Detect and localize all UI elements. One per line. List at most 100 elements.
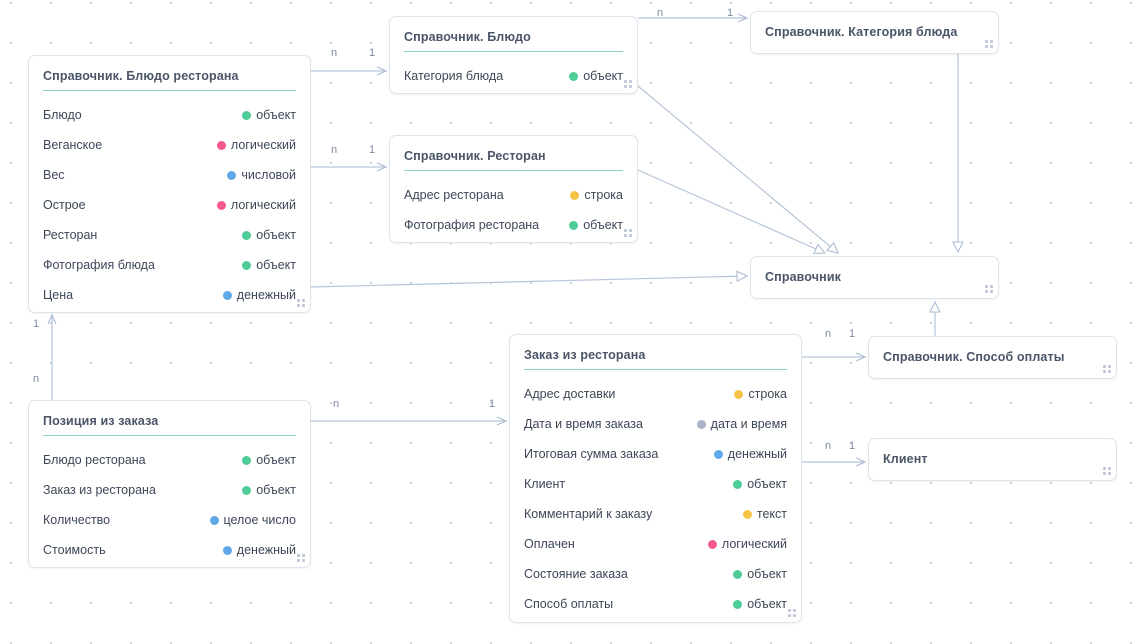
resize-handle-icon[interactable] xyxy=(788,609,797,618)
cardinality-label: n xyxy=(657,7,664,19)
attribute-name: Заказ из ресторана xyxy=(43,483,156,497)
type-color-dot-icon xyxy=(734,389,744,399)
entity-card-spravochnik[interactable]: Справочник xyxy=(750,256,999,299)
type-color-dot-icon xyxy=(742,509,752,519)
attribute-name: Стоимость xyxy=(43,543,106,557)
entity-title: Справочник xyxy=(765,270,842,284)
resize-handle-icon[interactable] xyxy=(624,80,633,89)
cardinality-label: 1 xyxy=(849,328,856,340)
attribute-name: Цена xyxy=(43,288,74,302)
attribute-name: Веганское xyxy=(43,138,103,152)
entity-title: Справочник. Способ оплаты xyxy=(883,350,1065,364)
attribute-name: Комментарий к заказу xyxy=(524,507,653,521)
attribute-row[interactable]: Острое логический xyxy=(29,190,310,220)
attribute-type: логический xyxy=(216,198,296,212)
attribute-type: объект xyxy=(733,597,787,611)
attribute-type-label: объект xyxy=(256,108,296,122)
attribute-name: Категория блюда xyxy=(404,69,504,83)
attribute-type-label: объект xyxy=(256,228,296,242)
type-color-dot-icon xyxy=(696,419,706,429)
type-color-dot-icon xyxy=(222,290,232,300)
type-color-dot-icon xyxy=(707,539,717,549)
card-top-spacer xyxy=(390,136,637,149)
card-top-spacer xyxy=(510,335,801,348)
edge-generalization[interactable] xyxy=(637,85,839,254)
type-color-dot-icon xyxy=(242,485,252,495)
entity-title: Справочник. Блюдо xyxy=(404,30,623,52)
entity-card-klient[interactable]: Клиент xyxy=(868,438,1117,481)
attribute-name: Острое xyxy=(43,198,86,212)
attribute-name: Ресторан xyxy=(43,228,98,242)
attribute-type-label: логический xyxy=(230,198,296,212)
attribute-type: строка xyxy=(734,387,787,401)
cardinality-label: 1 xyxy=(33,318,40,330)
attribute-type-label: строка xyxy=(584,188,623,202)
type-color-dot-icon xyxy=(216,200,226,210)
type-color-dot-icon xyxy=(242,260,252,270)
attribute-row[interactable]: Веганское логический xyxy=(29,130,310,160)
resize-handle-icon[interactable] xyxy=(985,285,994,294)
attribute-type: логический xyxy=(216,138,296,152)
attribute-type-label: числовой xyxy=(241,168,296,182)
resize-handle-icon[interactable] xyxy=(297,554,306,563)
attribute-row[interactable]: Ресторан объект xyxy=(29,220,310,250)
attribute-type-label: объект xyxy=(583,218,623,232)
type-color-dot-icon xyxy=(733,479,743,489)
attribute-row[interactable]: Цена денежный xyxy=(29,280,310,310)
attribute-type: логический xyxy=(707,537,787,551)
attribute-name: Фотография блюда xyxy=(43,258,155,272)
attribute-type: текст xyxy=(742,507,787,521)
attribute-type-label: дата и время xyxy=(710,417,787,431)
resize-handle-icon[interactable] xyxy=(624,229,633,238)
entity-card-spr-kategoriya-blyuda[interactable]: Справочник. Категория блюда xyxy=(750,11,999,54)
cardinality-label: n xyxy=(331,144,338,156)
type-color-dot-icon xyxy=(570,190,580,200)
edge-generalization[interactable] xyxy=(310,270,749,288)
edge-generalization[interactable] xyxy=(637,169,827,255)
card-top-spacer xyxy=(869,439,1116,452)
attribute-type: числовой xyxy=(227,168,296,182)
type-color-dot-icon xyxy=(733,599,743,609)
attribute-type-label: объект xyxy=(747,597,787,611)
attribute-row[interactable]: Блюдо ресторана объект xyxy=(29,445,310,475)
resize-handle-icon[interactable] xyxy=(1103,365,1112,374)
attribute-type: объект xyxy=(242,453,296,467)
attribute-type: денежный xyxy=(222,288,296,302)
entity-card-spr-sposob-oplaty[interactable]: Справочник. Способ оплаты xyxy=(868,336,1117,379)
attribute-name: Адрес ресторана xyxy=(404,188,504,202)
resize-handle-icon[interactable] xyxy=(297,299,306,308)
resize-handle-icon[interactable] xyxy=(1103,467,1112,476)
attribute-row[interactable]: Адрес ресторана строка xyxy=(390,180,637,210)
attribute-type: денежный xyxy=(713,447,787,461)
attribute-name: Блюдо ресторана xyxy=(43,453,146,467)
attribute-row[interactable]: Комментарий к заказу текст xyxy=(510,499,801,529)
attribute-type: строка xyxy=(570,188,623,202)
type-color-dot-icon xyxy=(216,140,226,150)
attribute-type-label: логический xyxy=(230,138,296,152)
resize-handle-icon[interactable] xyxy=(985,40,994,49)
cardinality-label: n xyxy=(333,398,340,410)
